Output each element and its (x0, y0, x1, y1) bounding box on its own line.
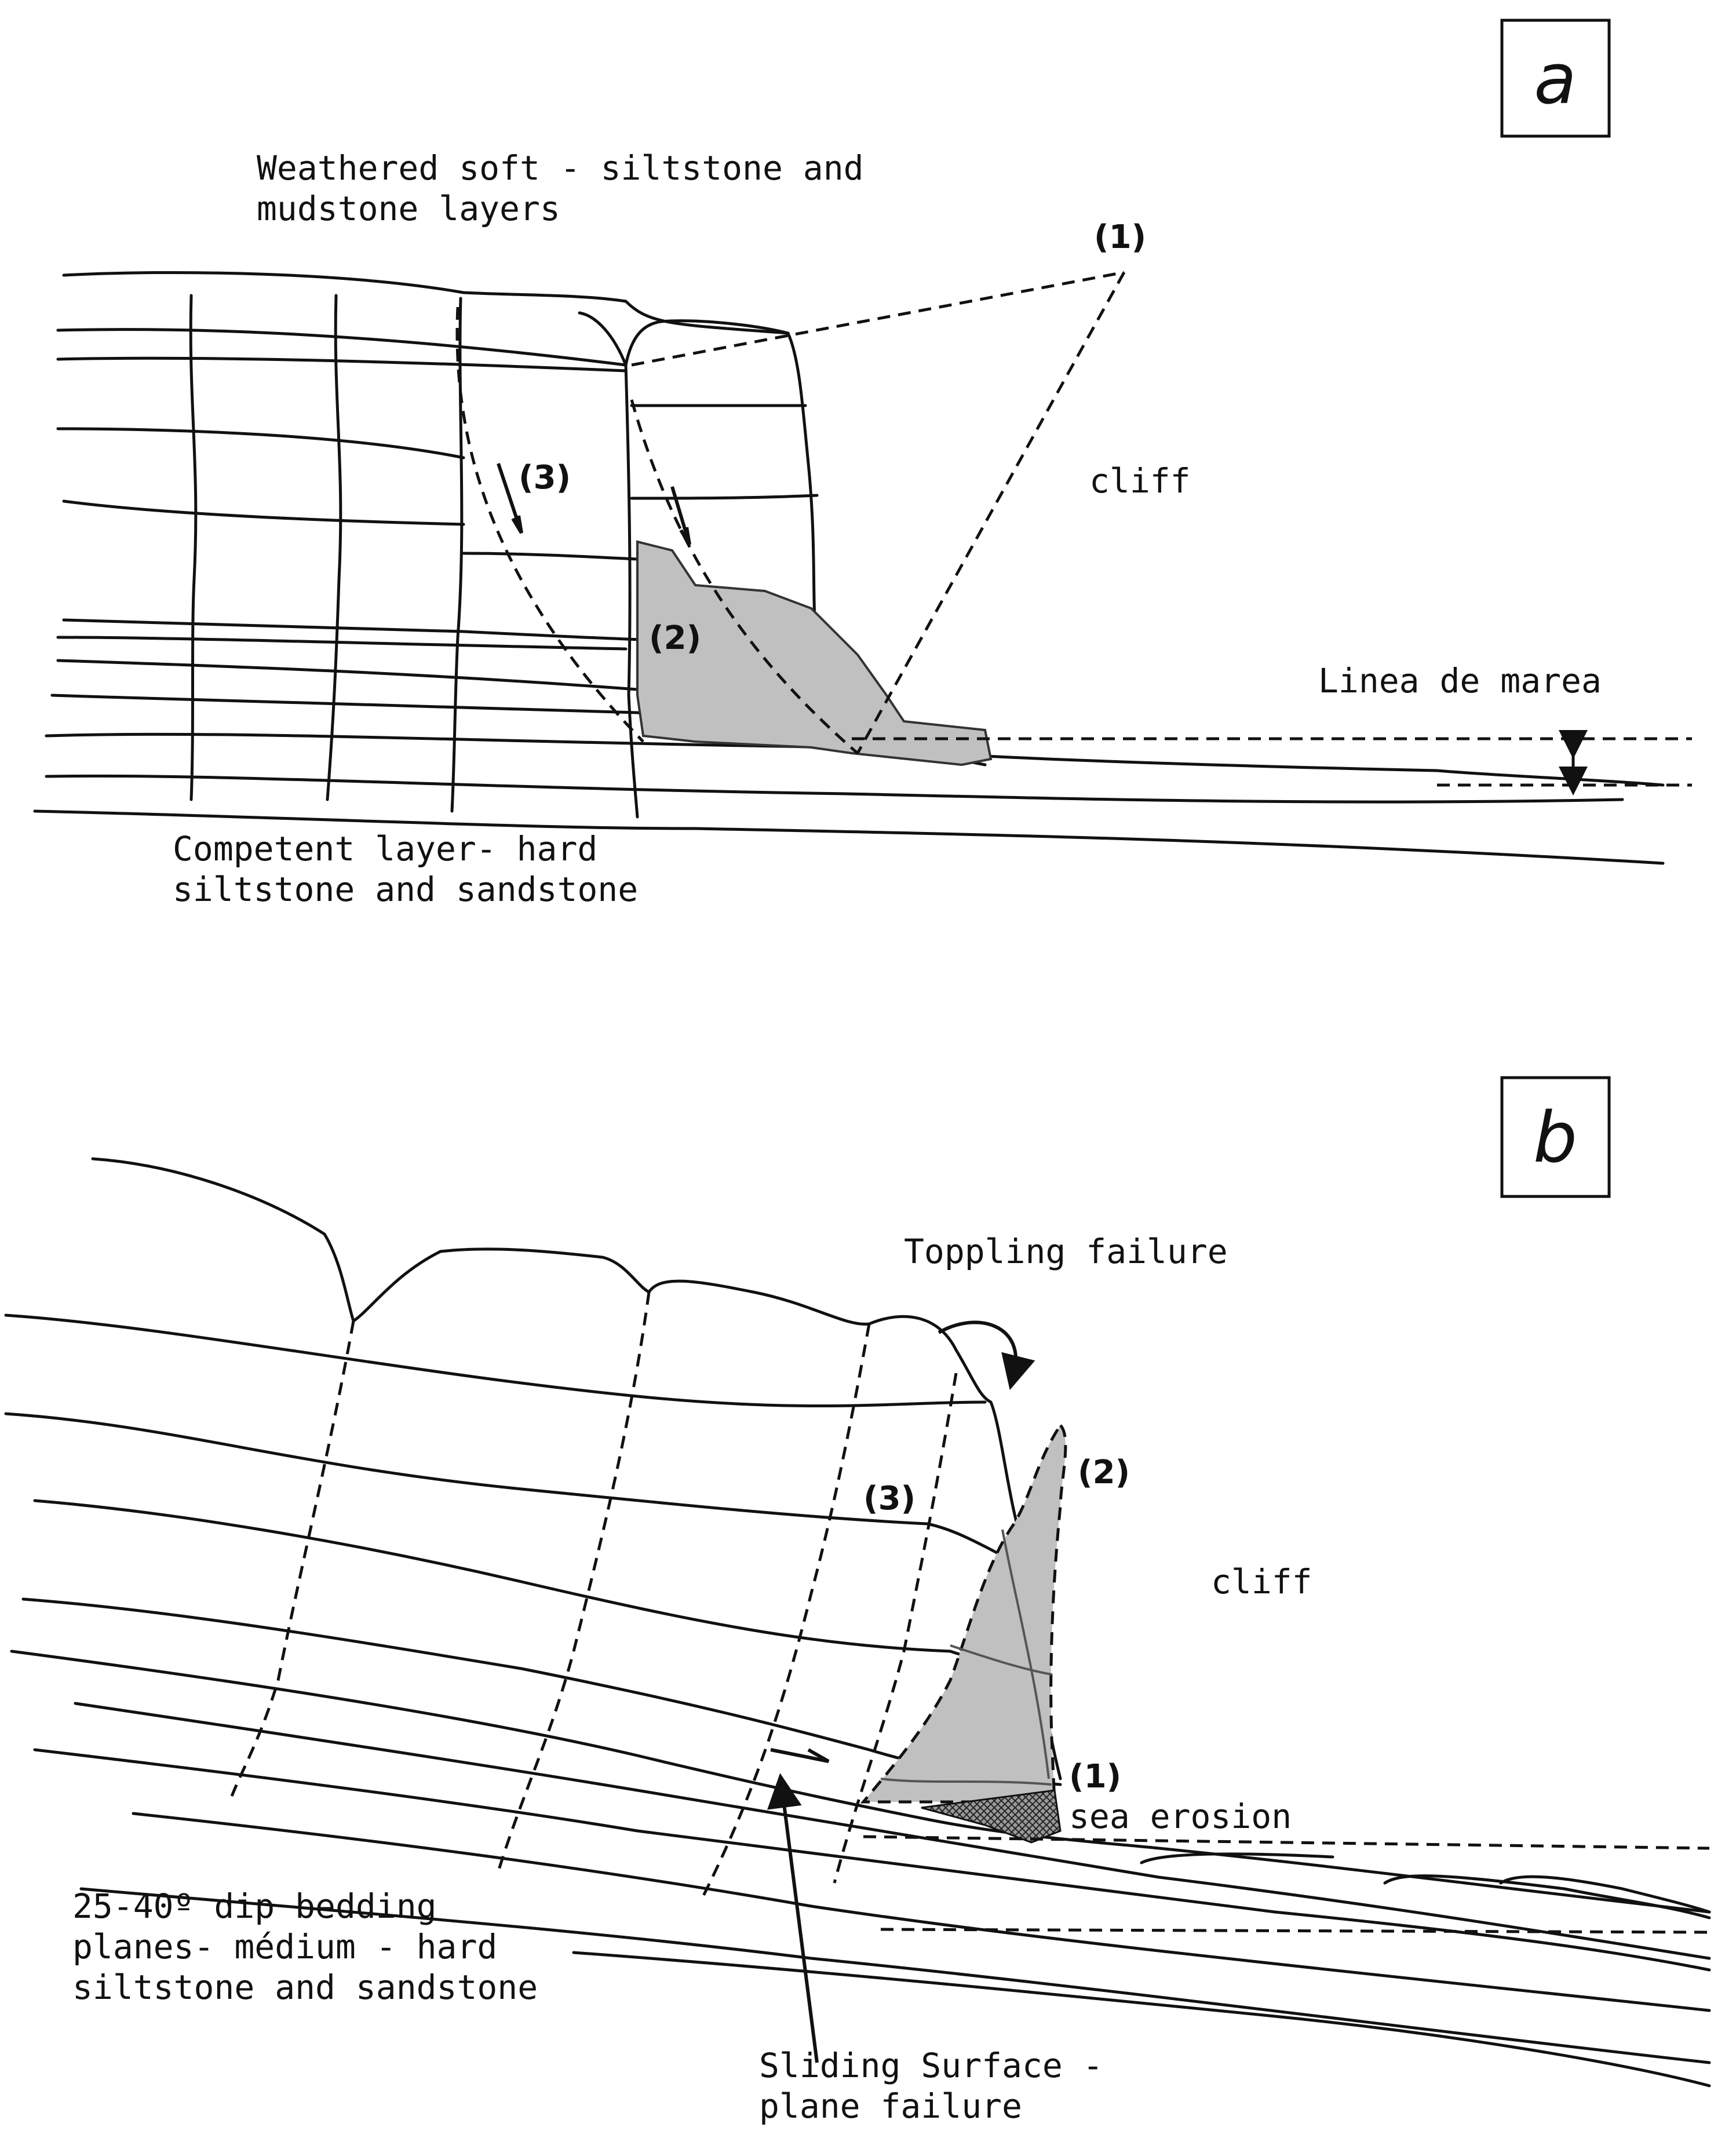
panel-b-sliding-label-line1: Sliding Surface - (759, 2046, 1103, 2085)
panel-a-shear-arrow-2 (670, 486, 691, 546)
panel-a-letter: a (1534, 39, 1577, 120)
panel-a-pointer-1b (856, 271, 1126, 754)
panel-b-sliding-pointer (767, 1773, 819, 2063)
panel-b-sea-level-high (863, 1835, 1710, 1850)
panel-b-letter-box (1500, 1076, 1611, 1198)
panel-a-tide-label: Linea de marea (1318, 661, 1602, 700)
panel-b-letter: b (1533, 1098, 1577, 1178)
panel-a-letter-box (1500, 19, 1611, 138)
panel-b-sea-erosion-label: sea erosion (1069, 1797, 1292, 1836)
panel-a-marker-2: (2) (649, 619, 701, 657)
panel-b-toppling-arrow (938, 1320, 1035, 1391)
panel-a-label-bottom-line1: Competent layer- hard (173, 829, 597, 869)
panel-b-sliding-arrow (770, 1748, 830, 1763)
panel-b-joints (230, 1291, 958, 1902)
panel-b-sea-erosion-notch (921, 1789, 1062, 1844)
panel-b-bedding-lines (4, 1313, 1711, 2088)
panel-a-label-top-line2: mudstone layers (257, 189, 560, 228)
panel-b-top-surface (91, 1157, 1062, 1780)
panel-b-cliff-label: cliff (1211, 1562, 1312, 1601)
panel-b-failed-block (860, 1423, 1067, 1804)
panel-b-marker-2: (2) (1078, 1454, 1130, 1491)
panel-b-sea-level-low (880, 1928, 1710, 1934)
panel-a-marker-1: (1) (1094, 218, 1146, 256)
panel-a-pointer-1a (631, 271, 1125, 367)
panel-b-label-bottom-line2: planes- médium - hard (72, 1927, 497, 1966)
panel-b-block-bedding-2 (880, 1778, 1052, 1786)
panel-b-marker-1: (1) (1069, 1758, 1121, 1796)
panel-b-label-bottom-line1: 25-40º dip bedding (72, 1886, 437, 1926)
panel-a-bedding-lines (33, 271, 1665, 865)
panel-b-toppling-label: Toppling failure (904, 1232, 1228, 1271)
panel-b: b Toppling failure (4, 1076, 1711, 2126)
panel-a-label-top-line1: Weathered soft - siltstone and (257, 148, 864, 188)
panel-a-failure-surface-2 (630, 399, 859, 754)
panel-a-marker-3: (3) (519, 459, 571, 497)
panel-b-label-bottom-line3: siltstone and sandstone (72, 1968, 538, 2007)
panel-b-marker-3: (3) (863, 1480, 916, 1517)
panel-b-block-joint (1001, 1529, 1050, 1779)
panel-a-failed-block (636, 540, 993, 767)
panel-a-failure-surface-3 (455, 306, 644, 743)
panel-a: a Weathered soft - siltstone and mudston… (33, 19, 1692, 909)
panel-a-cliff-label: cliff (1089, 461, 1191, 501)
panel-a-shear-arrow-3 (497, 463, 523, 534)
panel-b-block-bedding-1 (950, 1644, 1052, 1676)
panel-a-label-bottom-line2: siltstone and sandstone (173, 870, 638, 909)
panel-b-sliding-label-line2: plane failure (759, 2086, 1022, 2126)
